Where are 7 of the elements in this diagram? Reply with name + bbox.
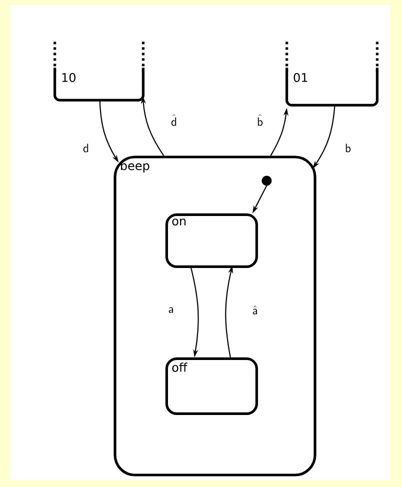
edge-label: $\hat{\mathsf{a}}$	[251, 304, 259, 316]
state-box: off	[165, 357, 258, 415]
state-box: on	[165, 213, 258, 268]
state-box: 10	[54, 42, 144, 102]
initial-dot	[262, 176, 272, 186]
state-box: 01	[286, 42, 378, 106]
edge-label: $\mathsf{a}$	[167, 306, 175, 314]
